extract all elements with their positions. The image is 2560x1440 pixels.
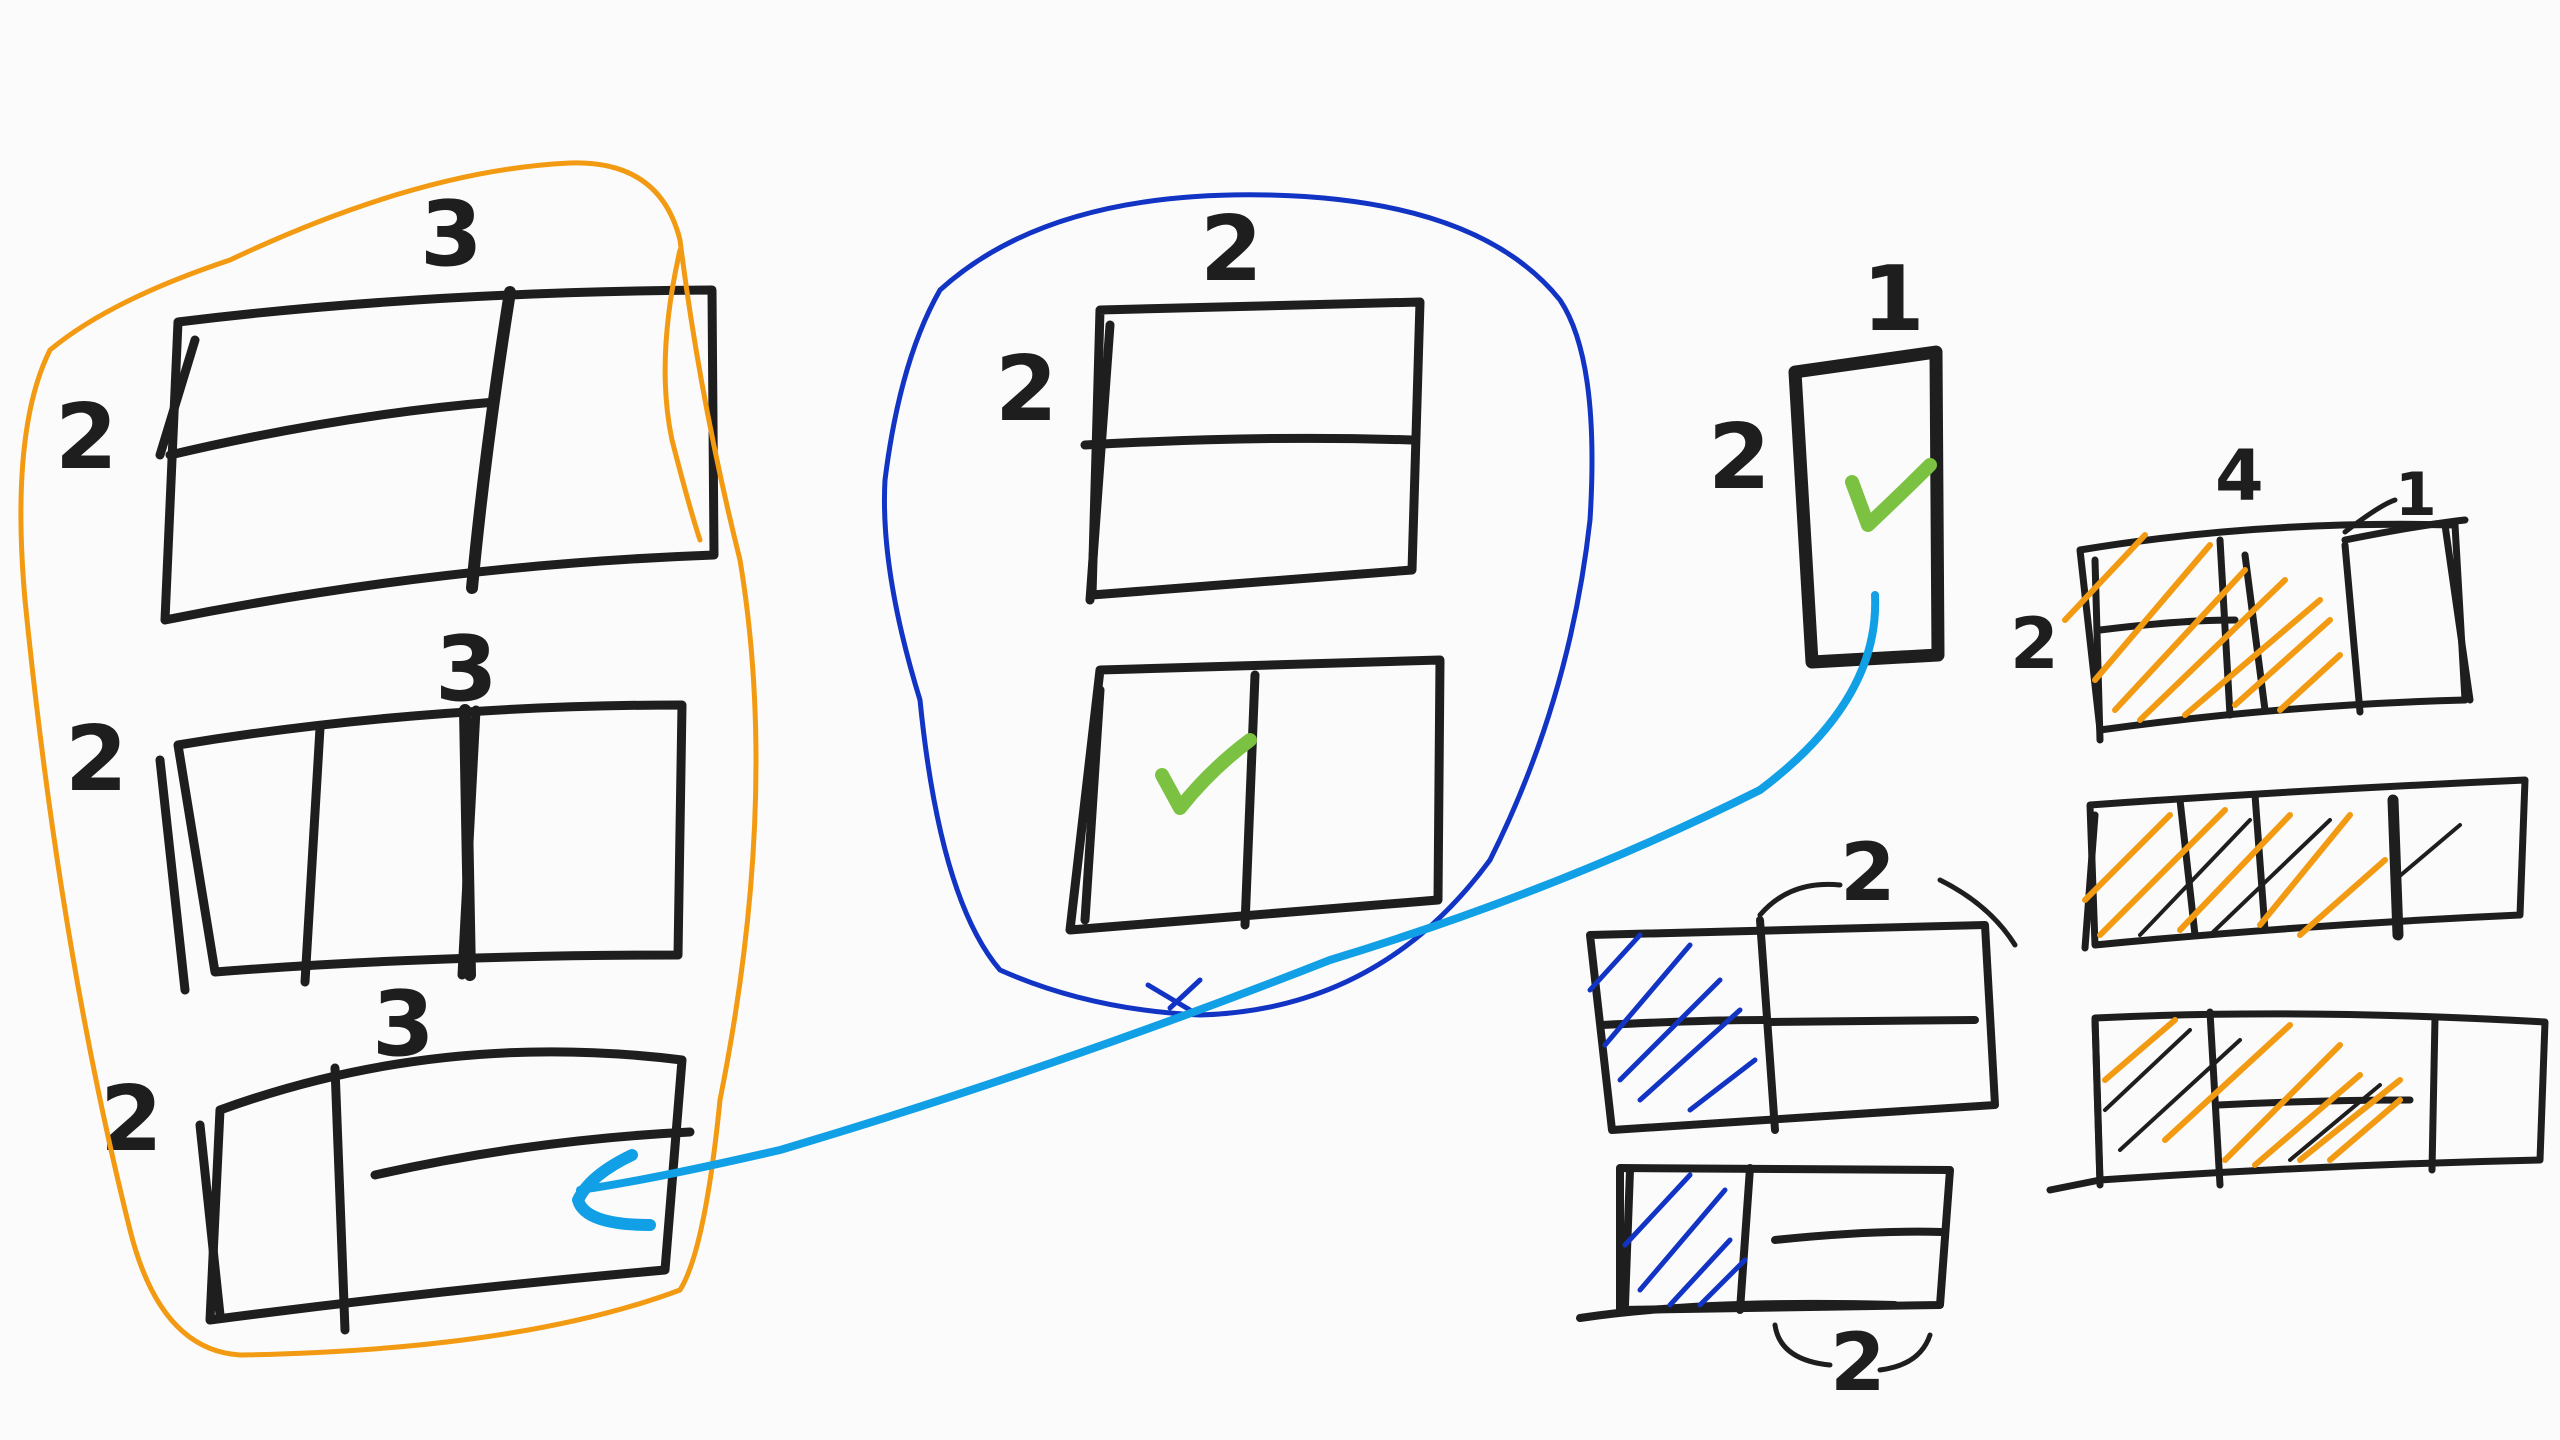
grid-2x2-horizontal-split <box>1080 297 1425 605</box>
orange-hatching <box>2082 807 2388 938</box>
blue-selection-outline <box>881 192 1595 1018</box>
grid2-height-label: 2 <box>65 707 128 812</box>
orange-hatching <box>2062 532 2343 723</box>
orange-selection-outline <box>18 160 759 1358</box>
blue-hatching <box>1587 932 1758 1113</box>
check-mark-icon <box>1845 458 1937 532</box>
black-hatching <box>2103 1028 2382 1162</box>
grid-2x3-hatched-blue <box>1586 916 1999 1134</box>
mid-top-height-label: 2 <box>995 337 1058 442</box>
tall-width-label: 1 <box>1862 247 1925 352</box>
grid1-height-label: 2 <box>55 385 118 490</box>
brace-top <box>1757 877 2018 948</box>
grid3-width-label: 3 <box>372 972 435 1077</box>
tall-height-label: 2 <box>1708 405 1771 510</box>
brace-bottom <box>1772 1322 1933 1373</box>
left-grid-group: 3 2 3 2 3 2 <box>18 160 759 1358</box>
check-mark-icon <box>1155 733 1257 815</box>
grid-3x2-horizontal-split <box>155 285 719 625</box>
grid-2x2-hatched-blue <box>1576 1164 1954 1322</box>
right-row1-height-label: 2 <box>2010 603 2059 685</box>
black-hatching <box>2138 818 2462 937</box>
grid-3x2-vertical-split <box>155 700 687 995</box>
blue-hatching <box>1622 1172 1748 1308</box>
arrow-connector <box>576 591 1880 1194</box>
mid-top-width-label: 2 <box>1200 197 1263 302</box>
arrow-icon <box>572 1149 656 1231</box>
grid-3x2-l-split <box>195 1047 695 1335</box>
tall-1x2-block: 1 2 <box>1708 247 1945 669</box>
right-grid-group: 4 1 2 <box>2010 435 2549 1194</box>
grid1-width-label: 3 <box>420 182 483 287</box>
grid-2x2-vertical-split-accepted <box>1065 655 1445 935</box>
grid-4x2-hatched-orange <box>2046 1008 2549 1194</box>
right-row1-cell-label: 1 <box>2395 460 2437 530</box>
grid3-height-label: 2 <box>100 1067 163 1172</box>
middle-grid-group: 2 2 <box>881 192 1595 1018</box>
brace-r1 <box>2342 497 2398 535</box>
bottom-center-grid-group: 2 2 <box>1576 826 2018 1409</box>
orange-hatching <box>2102 1017 2403 1168</box>
right-row1-width-label: 4 <box>2215 435 2264 517</box>
orange-inner-curve <box>662 247 703 543</box>
cross-mark-icon <box>1145 977 1203 1013</box>
bottom-grid-top-label: 2 <box>1840 826 1896 919</box>
grid2-width-label: 3 <box>435 617 498 722</box>
bottom-grid-bottom-label: 2 <box>1830 1316 1886 1409</box>
